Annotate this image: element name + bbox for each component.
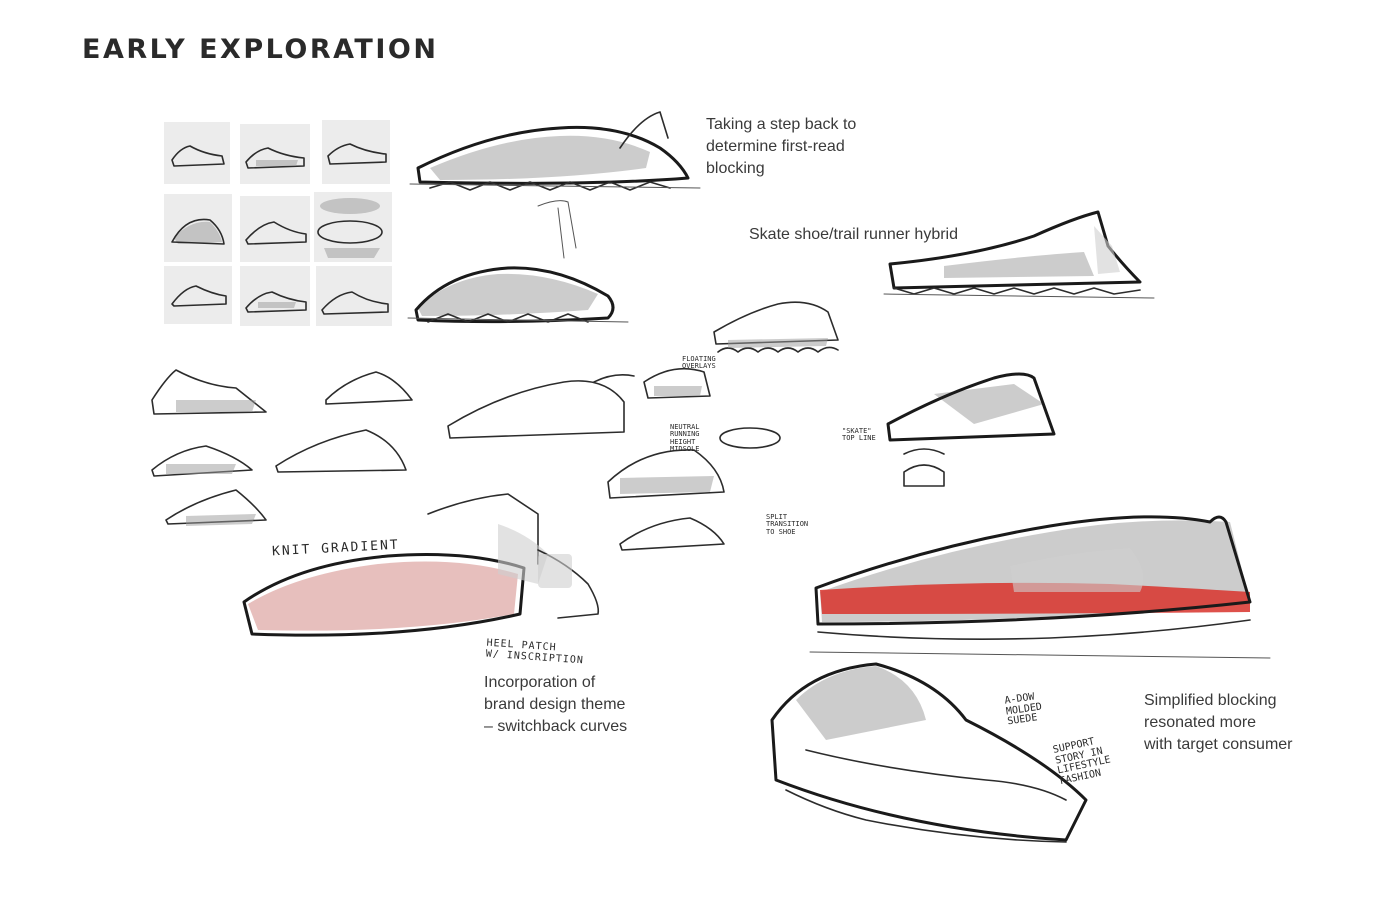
shoe-sketch-knit-gradient [238,494,618,664]
note-first-read: Taking a step back to determine first-re… [706,116,857,177]
shoe-sketch-center-cluster [444,352,744,572]
shoe-sketch-molded-suede [766,660,1106,850]
annotation-molded-suede: A-DOW MOLDED SUEDE [1003,691,1043,728]
shoe-sketch-first-read-top [410,108,700,198]
annotation-skate-top-line: "SKATE" TOP LINE [842,427,876,443]
shoe-sketch-skate-top-line [884,354,1064,494]
shoe-sketch-first-read-bottom [408,198,628,328]
note-brand-theme: Incorporation of brand design theme – sw… [484,674,628,735]
thumbnail-row-1 [164,120,390,184]
shoe-sketch-skate-hybrid [884,206,1154,308]
thumbnail-row-3 [164,266,392,326]
note-simplified: Simplified blocking resonated more with … [1144,692,1293,753]
shoe-sketch-middle-runner [708,292,848,362]
shoe-sketch-simplified-red [810,492,1270,672]
annotation-neutral-running: NEUTRAL RUNNING HEIGHT MIDSOLE [670,423,700,454]
shoe-sketch-left-cluster [146,360,466,526]
thumbnail-sketch-grid [164,120,392,326]
annotation-split-transition: SPLIT TRANSITION TO SHOE [766,513,809,536]
thumbnail-row-2 [164,192,392,262]
annotation-floating-overlays: FLOATING OVERLAYS [682,355,716,371]
page-title: EARLY EXPLORATION [82,34,439,65]
note-hybrid: Skate shoe/trail runner hybrid [749,226,958,243]
